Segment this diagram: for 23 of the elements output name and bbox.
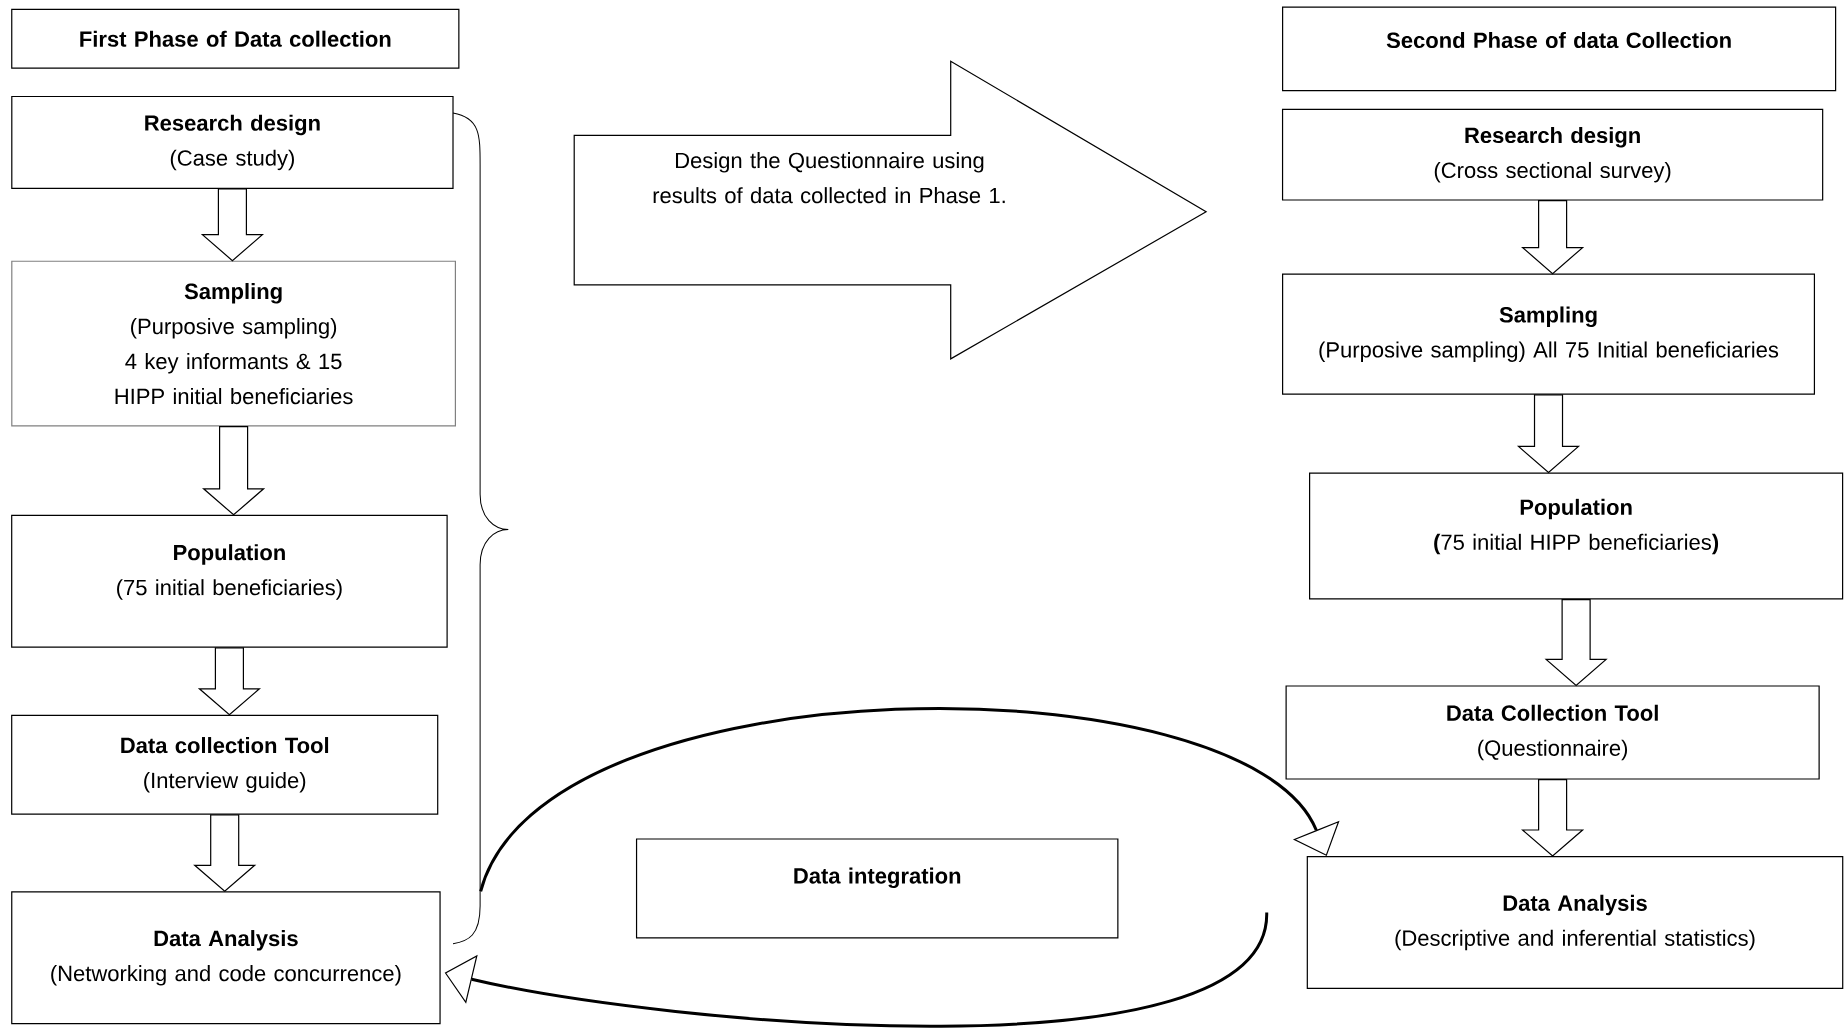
process-box: Data Analysis (Networking and code concurrence) [11, 891, 441, 1025]
heading-box: Second Phase of data Collection [1282, 6, 1837, 92]
process-box: Population (75 initial HIPP beneficiaries) [1309, 472, 1844, 600]
process-box: Data integration [635, 838, 1119, 939]
curved-arrow [479, 707, 1340, 892]
block-arrow [1516, 394, 1581, 474]
block-arrow [1521, 200, 1585, 275]
block-arrow [1521, 779, 1585, 857]
block-arrow [197, 647, 261, 716]
process-box: Population (75 initial beneficiaries) [11, 514, 448, 648]
process-box: Data Analysis (Descriptive and inferential statistics) [1306, 856, 1844, 989]
heading-box: First Phase of Data collection [11, 8, 460, 69]
block-arrow [1544, 598, 1608, 687]
block-arrow [202, 425, 266, 516]
process-box: Research design (Cross sectional survey) [1281, 108, 1824, 201]
process-box: Sampling (Purposive sampling) 4 key informants & 15 HIPP initial beneficiaries [11, 260, 456, 427]
process-box: Data collection Tool (Interview guide) [11, 714, 439, 815]
process-box: Sampling (Purposive sampling) All 75 Initial beneficiaries [1282, 273, 1815, 395]
block-arrow [200, 188, 264, 262]
curved-arrow [444, 912, 1269, 1028]
process-box: Research design (Case study) [11, 95, 454, 189]
process-box: Data Collection Tool (Questionnaire) [1285, 685, 1820, 780]
block-arrow [193, 814, 257, 893]
